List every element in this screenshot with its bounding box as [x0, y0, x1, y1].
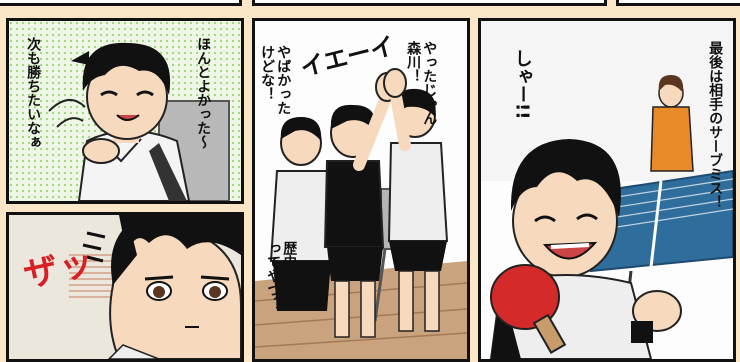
panel-bottom-left-art — [9, 215, 241, 359]
bubble-close-call: やばかった けどな！ — [259, 45, 292, 115]
bubble-morikawa: やったじゃん 森川！ — [405, 41, 438, 125]
bubble-relief: ほんとよかった〜 — [195, 37, 212, 149]
panel-middle: イエーイ やったじゃん 森川！ やばかった けどな！ 歴史的勝利 ってやつ？ — [252, 18, 470, 362]
panel-right: 最後は相手のサーブミス！ しゃー!! — [478, 18, 736, 362]
top-strip-panel-right — [616, 0, 740, 6]
caption-serve-miss: 最後は相手のサーブミス！ — [707, 41, 724, 209]
top-strip-panel-middle — [252, 0, 607, 6]
top-strip-panel-left — [0, 0, 242, 6]
panel-top-left-art — [9, 21, 241, 201]
shout-shaa: しゃー!! — [511, 49, 533, 120]
panel-right-art — [481, 21, 733, 359]
bubble-win-next: 次も勝ちたいなぁ — [25, 37, 42, 149]
panel-bottom-left: ザッ — [6, 212, 244, 362]
bubble-historic-win: 歴史的勝利 ってやつ？ — [265, 241, 298, 311]
panel-middle-art — [255, 68, 467, 359]
panel-top-left: ほんとよかった〜 次も勝ちたいなぁ — [6, 18, 244, 204]
